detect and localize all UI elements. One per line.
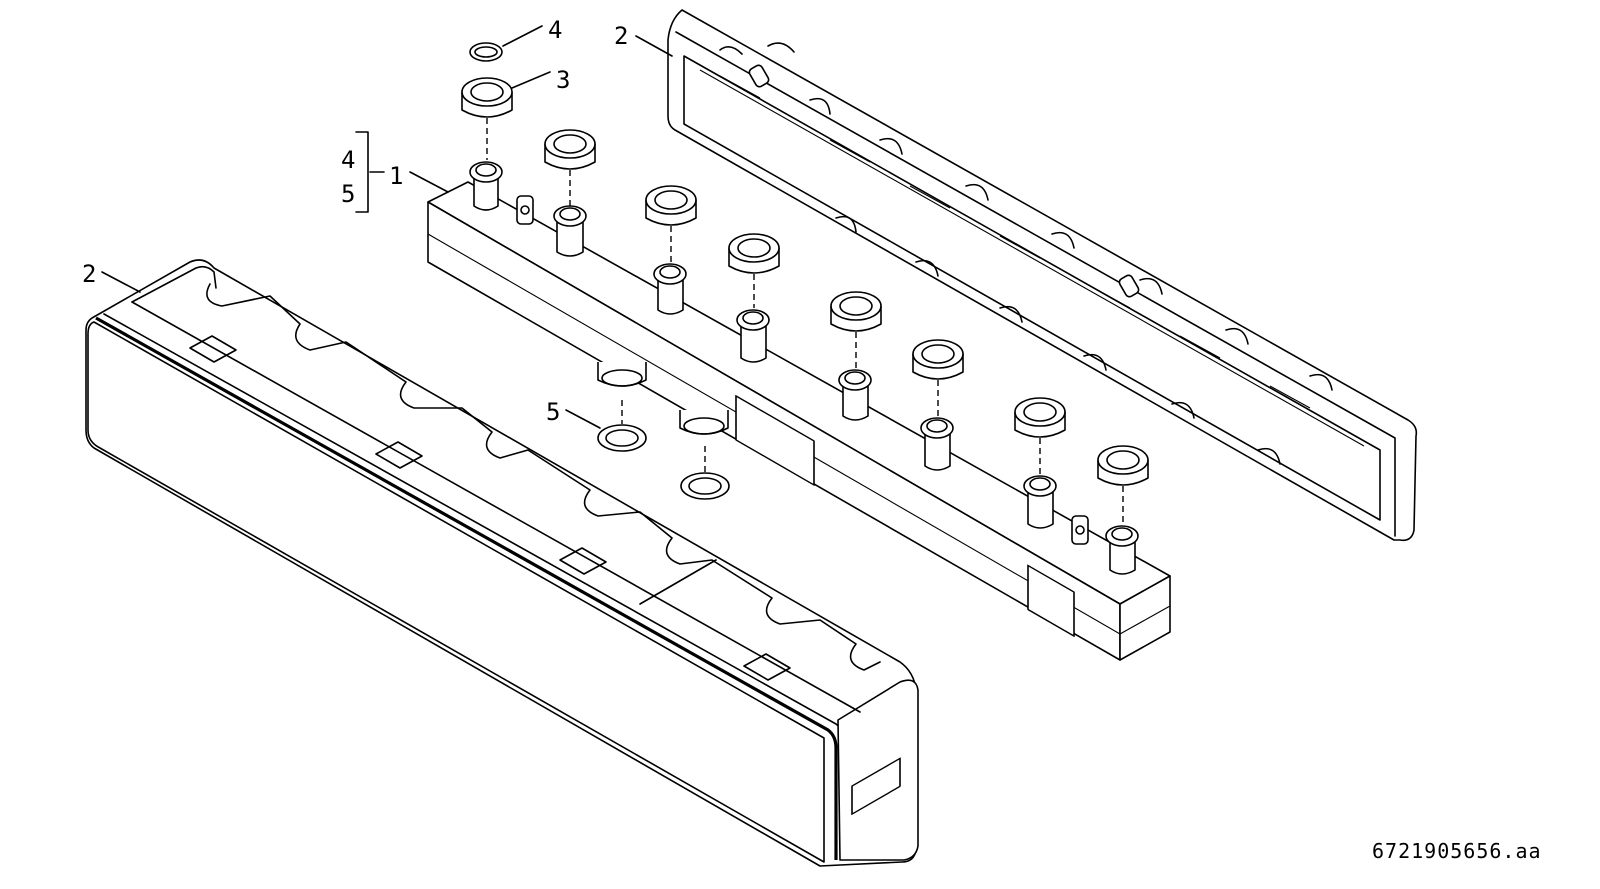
union-nut bbox=[728, 233, 780, 274]
tube-stub bbox=[553, 205, 587, 257]
tube-stub bbox=[1023, 475, 1057, 529]
seal-ring bbox=[680, 472, 730, 500]
tube-stub bbox=[653, 263, 687, 315]
label-bracket-5: 5 bbox=[341, 180, 355, 208]
label-bracket-4: 4 bbox=[341, 146, 355, 174]
label-item-4-top: 4 bbox=[548, 16, 562, 44]
tube-stub bbox=[1105, 525, 1139, 575]
leader-lines bbox=[101, 25, 673, 429]
tube-stub bbox=[469, 161, 503, 211]
union-nut bbox=[645, 185, 697, 226]
union-nut bbox=[830, 291, 882, 332]
union-nut bbox=[1014, 397, 1066, 438]
distribution-manifold bbox=[427, 181, 1171, 661]
tube-stub bbox=[736, 309, 770, 363]
seal-ring bbox=[597, 424, 647, 452]
label-item-2-top: 2 bbox=[614, 22, 628, 50]
union-nut bbox=[1097, 445, 1149, 486]
insulation-shell-rear bbox=[667, 9, 1418, 542]
tube-stub bbox=[838, 369, 872, 421]
label-item-5: 5 bbox=[546, 398, 560, 426]
label-item-2-left: 2 bbox=[82, 260, 96, 288]
insulation-shell-front bbox=[85, 259, 919, 867]
union-nut bbox=[544, 129, 596, 170]
union-nut bbox=[912, 339, 964, 380]
seal-ring bbox=[469, 42, 503, 62]
connection-set-lower bbox=[597, 362, 730, 500]
union-nut bbox=[461, 77, 513, 118]
item-labels: 4 3 2 4 5 1 2 5 bbox=[82, 16, 628, 426]
document-code: 6721905656.aa bbox=[1372, 839, 1542, 863]
label-item-3: 3 bbox=[556, 66, 570, 94]
tube-stub bbox=[920, 417, 954, 471]
label-item-1: 1 bbox=[389, 162, 403, 190]
connection-set-upper bbox=[461, 42, 1149, 575]
